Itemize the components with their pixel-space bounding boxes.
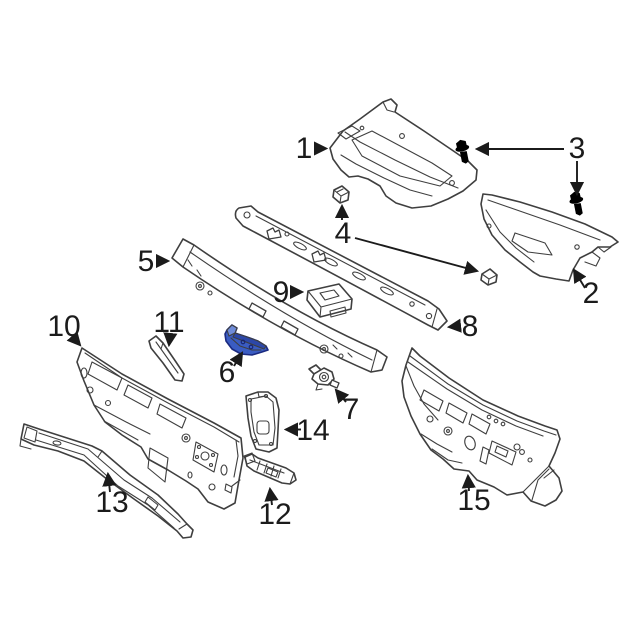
part-13-crossmember xyxy=(19,423,194,539)
callout-6: 6 xyxy=(219,351,244,389)
callout-1-label: 1 xyxy=(296,132,313,165)
callout-2-label: 2 xyxy=(583,277,600,310)
callout-11: 11 xyxy=(153,306,185,348)
callout-2: 2 xyxy=(572,268,600,310)
callout-9-label: 9 xyxy=(273,276,290,309)
part-8-cowl-reinforcement-bar xyxy=(234,205,448,331)
part-12-bracket-rail xyxy=(243,452,297,485)
part-4-clip-a xyxy=(332,185,350,204)
callout-5: 5 xyxy=(138,245,171,278)
part-6-bracket-highlighted xyxy=(224,324,269,356)
callout-13-label: 13 xyxy=(95,486,128,519)
callout-8: 8 xyxy=(446,310,479,343)
callout-6-label: 6 xyxy=(219,356,236,389)
callout-14: 14 xyxy=(283,414,330,447)
part-3-bolt-b xyxy=(567,190,587,218)
callout-4-label: 4 xyxy=(335,217,352,250)
callout-13: 13 xyxy=(95,471,129,519)
part-5-cowl-panel xyxy=(171,238,388,373)
callout-10: 10 xyxy=(47,310,82,347)
part-1-cowl-grille-left xyxy=(329,98,478,209)
callout-10-label: 10 xyxy=(47,310,80,343)
part-10-dash-panel xyxy=(76,347,244,510)
callout-11-label: 11 xyxy=(153,306,184,339)
callout-9: 9 xyxy=(273,276,305,309)
callout-15-label: 15 xyxy=(457,484,490,517)
callout-4: 4 xyxy=(335,203,480,275)
callout-7: 7 xyxy=(334,388,360,426)
callout-15: 15 xyxy=(457,473,491,517)
part-9-bracket xyxy=(306,283,353,318)
callout-3-label: 3 xyxy=(569,132,586,165)
callout-1: 1 xyxy=(296,132,329,165)
callout-12: 12 xyxy=(258,486,292,531)
part-14-bracket-plate xyxy=(245,391,280,453)
part-2-cowl-grille-right xyxy=(480,193,619,282)
part-7-grommet-bracket xyxy=(308,364,340,391)
callout-8-label: 8 xyxy=(462,310,479,343)
callout-5-label: 5 xyxy=(138,245,155,278)
callout-12-label: 12 xyxy=(258,498,291,531)
part-4-clip-b xyxy=(480,268,498,286)
callout-3: 3 xyxy=(474,132,586,197)
part-15-lower-dash-panel xyxy=(401,347,563,507)
callout-7-label: 7 xyxy=(343,393,360,426)
callout-14-label: 14 xyxy=(296,414,329,447)
part-11-cowl-side-strip xyxy=(148,335,185,382)
